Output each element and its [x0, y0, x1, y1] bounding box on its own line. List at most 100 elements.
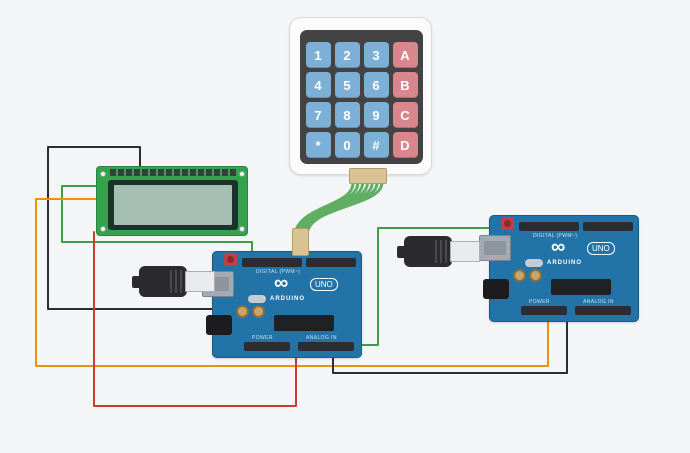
arduino-brand-label: ARDUINO — [270, 296, 305, 302]
capacitor — [252, 305, 265, 318]
reset-button[interactable] — [224, 253, 237, 266]
lcd-pin[interactable] — [230, 169, 236, 176]
keypad-key-B[interactable]: B — [392, 72, 418, 98]
keypad-key-D[interactable]: D — [392, 132, 418, 158]
lcd-pin[interactable] — [214, 169, 220, 176]
ribbon-wire — [304, 181, 379, 232]
ribbon-connector-bottom[interactable] — [292, 228, 309, 256]
lcd-pin[interactable] — [166, 169, 172, 176]
analog-pins-label: ANALOG IN — [583, 299, 614, 305]
power-pins-label: POWER — [529, 299, 550, 305]
usb-cable-stub — [397, 246, 407, 258]
digital-header-left[interactable] — [519, 222, 579, 231]
lcd-pin[interactable] — [150, 169, 156, 176]
digital-pins-label: DIGITAL (PWM~) — [256, 268, 301, 275]
lcd-pin[interactable] — [182, 169, 188, 176]
power-jack — [206, 315, 232, 335]
usb-cable-plug-1[interactable] — [132, 266, 215, 297]
power-header[interactable] — [521, 306, 567, 315]
keypad-key-9[interactable]: 9 — [363, 102, 389, 128]
analog-header[interactable] — [298, 342, 354, 351]
keypad-key-4[interactable]: 4 — [305, 72, 331, 98]
arduino-uno-board-2[interactable]: ∞ ARDUINO UNO DIGITAL (PWM~) POWER ANALO… — [479, 215, 639, 322]
uno-model-badge: UNO — [310, 278, 338, 291]
capacitor — [529, 269, 542, 282]
usb-plug-metal — [450, 241, 480, 262]
lcd-pin[interactable] — [198, 169, 204, 176]
capacitor — [513, 269, 526, 282]
keypad-key-1[interactable]: 1 — [305, 42, 331, 68]
lcd-pin[interactable] — [126, 169, 132, 176]
usb-plug-body — [404, 236, 452, 267]
lcd-pin[interactable] — [134, 169, 140, 176]
keypad-key-2[interactable]: 2 — [334, 42, 360, 68]
keypad-key-6[interactable]: 6 — [363, 72, 389, 98]
usb-port — [479, 235, 511, 261]
ribbon-wire — [302, 181, 374, 232]
capacitor — [236, 305, 249, 318]
lcd-pin[interactable] — [174, 169, 180, 176]
keypad-key-C[interactable]: C — [392, 102, 418, 128]
usb-port-slot — [484, 241, 506, 255]
analog-header[interactable] — [575, 306, 631, 315]
ribbon-wire — [296, 181, 360, 232]
keypad-key-#[interactable]: # — [363, 132, 389, 158]
lcd-mount-hole — [239, 226, 245, 232]
lcd-pin[interactable] — [158, 169, 164, 176]
digital-pins-label: DIGITAL (PWM~) — [533, 232, 578, 239]
lcd-pin[interactable] — [222, 169, 228, 176]
ribbon-connector-top[interactable] — [349, 168, 387, 184]
usb-plug-metal — [185, 271, 215, 292]
keypad-key-7[interactable]: 7 — [305, 102, 331, 128]
lcd-pin[interactable] — [206, 169, 212, 176]
atmega-chip — [551, 279, 611, 295]
arduino-uno-board-1[interactable]: ∞ ARDUINO UNO DIGITAL (PWM~) POWER ANALO… — [202, 251, 362, 358]
lcd-screen-bezel — [108, 180, 238, 230]
lcd-mount-hole — [239, 171, 245, 177]
uno-model-badge: UNO — [587, 242, 615, 255]
ribbon-wire — [306, 181, 384, 232]
reset-button-cap — [227, 256, 234, 263]
digital-header-right[interactable] — [583, 222, 633, 231]
wire-black-uno1-to-uno2[interactable] — [332, 319, 568, 374]
arduino-logo-icon: ∞ — [274, 272, 289, 294]
usb-cable-stub — [132, 276, 142, 288]
digital-header-left[interactable] — [242, 258, 302, 267]
usb-plug-ridges — [435, 240, 447, 263]
keypad-key-*[interactable]: * — [305, 132, 331, 158]
lcd-mount-hole — [100, 226, 106, 232]
arduino-brand-label: ARDUINO — [547, 260, 582, 266]
keypad-key-8[interactable]: 8 — [334, 102, 360, 128]
crystal-oscillator — [248, 295, 266, 303]
lcd-pin[interactable] — [118, 169, 124, 176]
reset-button[interactable] — [501, 217, 514, 230]
lcd-pin-header — [110, 169, 236, 176]
keypad-key-A[interactable]: A — [392, 42, 418, 68]
arduino-logo-icon: ∞ — [551, 236, 566, 258]
ribbon-wire — [294, 181, 355, 232]
atmega-chip — [274, 315, 334, 331]
usb-plug-ridges — [170, 270, 182, 293]
lcd-pin[interactable] — [110, 169, 116, 176]
keypad-key-0[interactable]: 0 — [334, 132, 360, 158]
lcd-pin[interactable] — [190, 169, 196, 176]
power-header[interactable] — [244, 342, 290, 351]
usb-cable-plug-2[interactable] — [397, 236, 480, 267]
lcd-16x2-display[interactable] — [96, 166, 248, 236]
lcd-screen — [114, 185, 232, 225]
ribbon-wire — [300, 181, 369, 232]
analog-pins-label: ANALOG IN — [306, 335, 337, 341]
keypad-key-5[interactable]: 5 — [334, 72, 360, 98]
keypad-key-3[interactable]: 3 — [363, 42, 389, 68]
reset-button-cap — [504, 220, 511, 227]
crystal-oscillator — [525, 259, 543, 267]
power-jack — [483, 279, 509, 299]
usb-plug-body — [139, 266, 187, 297]
ribbon-wire — [298, 181, 365, 232]
lcd-mount-hole — [100, 171, 106, 177]
power-pins-label: POWER — [252, 335, 273, 341]
lcd-pin[interactable] — [142, 169, 148, 176]
digital-header-right[interactable] — [306, 258, 356, 267]
